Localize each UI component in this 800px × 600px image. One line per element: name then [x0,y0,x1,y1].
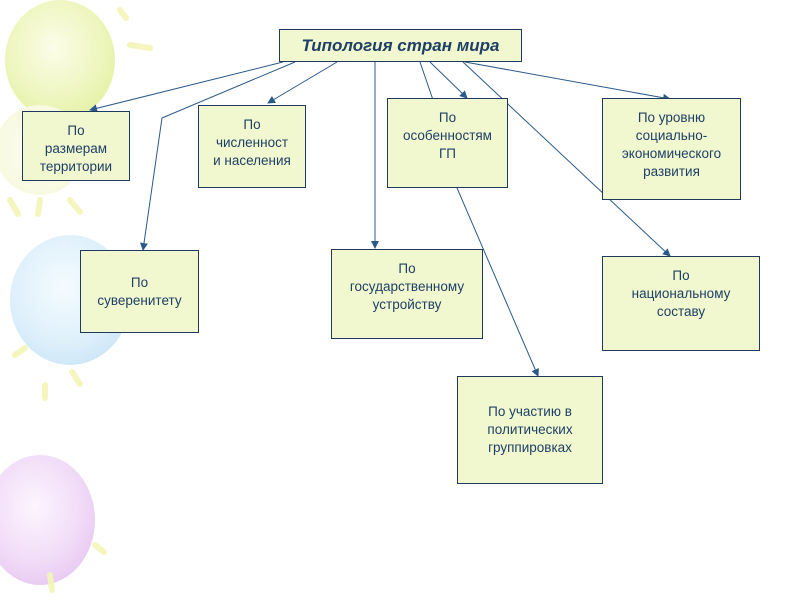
node-political: По участию в политических группировках [457,376,603,484]
connector-sovereignty [140,61,296,251]
connector-national [462,61,671,257]
node-territory: По размерам территории [22,111,130,181]
node-state: По государственному устройству [331,249,483,339]
diagram-title: Типология стран мира [279,29,522,62]
node-gp: По особенностям ГП [387,98,508,188]
connector-territory [89,61,284,113]
connector-gp [429,61,468,99]
balloon-pink [0,455,95,585]
node-socio: По уровню социально- экономического разв… [602,98,741,200]
connector-population [267,61,338,104]
node-sovereignty: По суверенитету [80,250,199,333]
connector-socio [464,61,671,102]
node-population: По численност и населения [198,105,306,188]
node-national: По национальному составу [602,256,760,351]
balloon-yellow [5,0,115,120]
